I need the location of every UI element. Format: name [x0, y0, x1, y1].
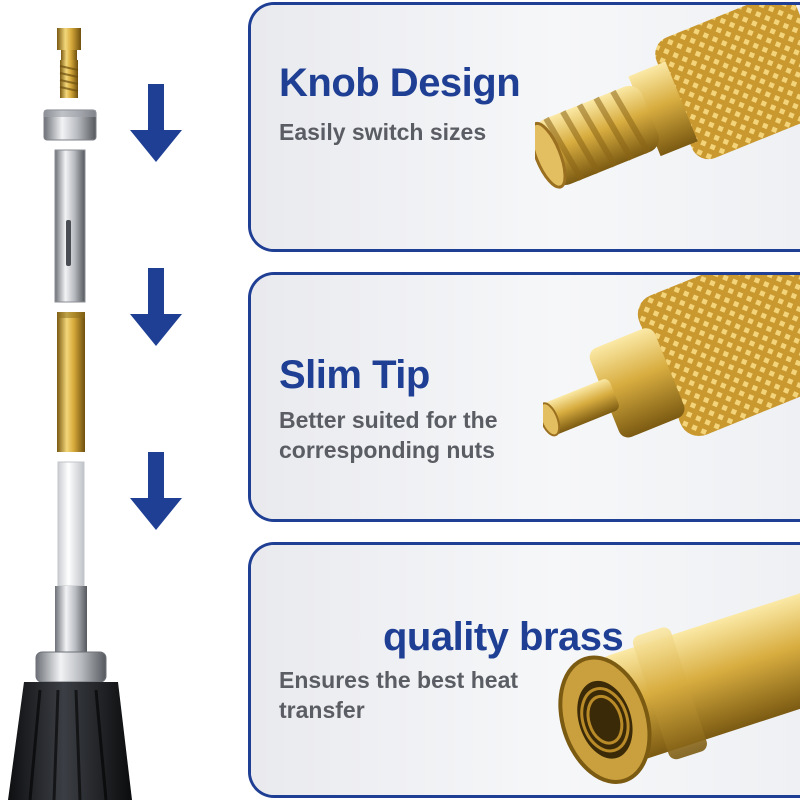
- feature-subtitle-line-1: Ensures the best heat: [279, 667, 519, 693]
- feature-subtitle: Easily switch sizes: [279, 119, 487, 145]
- feature-title: quality brass: [383, 615, 624, 659]
- assembly-illustration: [8, 28, 132, 801]
- feature-subtitle-line-2: transfer: [279, 697, 365, 723]
- feature-subtitle-line-2: corresponding nuts: [279, 437, 495, 463]
- steel-barrel: [54, 149, 86, 303]
- feature-card-knob-design: Knob Design Easily switch sizes: [248, 2, 800, 252]
- feature-title: Slim Tip: [279, 353, 430, 397]
- brass-tube-icon: [558, 592, 800, 784]
- feature-card-quality-brass: quality brass Ensures the best heat tran…: [248, 542, 800, 798]
- feature-subtitle-line-1: Better suited for the: [279, 407, 498, 433]
- brass-threaded-tip: [57, 28, 81, 98]
- feature-card-slim-tip: Slim Tip Better suited for the correspon…: [248, 272, 800, 522]
- arrow-down-icon: [130, 268, 182, 346]
- arrow-down-icon: [130, 84, 182, 162]
- hex-nut: [43, 109, 97, 141]
- knurled-threaded-screw-icon: [535, 5, 800, 189]
- soldering-iron-handle: [8, 586, 132, 801]
- knurled-slim-tip-icon: [543, 275, 800, 438]
- ceramic-heater: [57, 461, 85, 587]
- feature-title: Knob Design: [279, 61, 521, 105]
- brass-sleeve: [57, 312, 85, 452]
- exploded-assembly: [0, 0, 240, 801]
- arrow-down-icon: [130, 452, 182, 530]
